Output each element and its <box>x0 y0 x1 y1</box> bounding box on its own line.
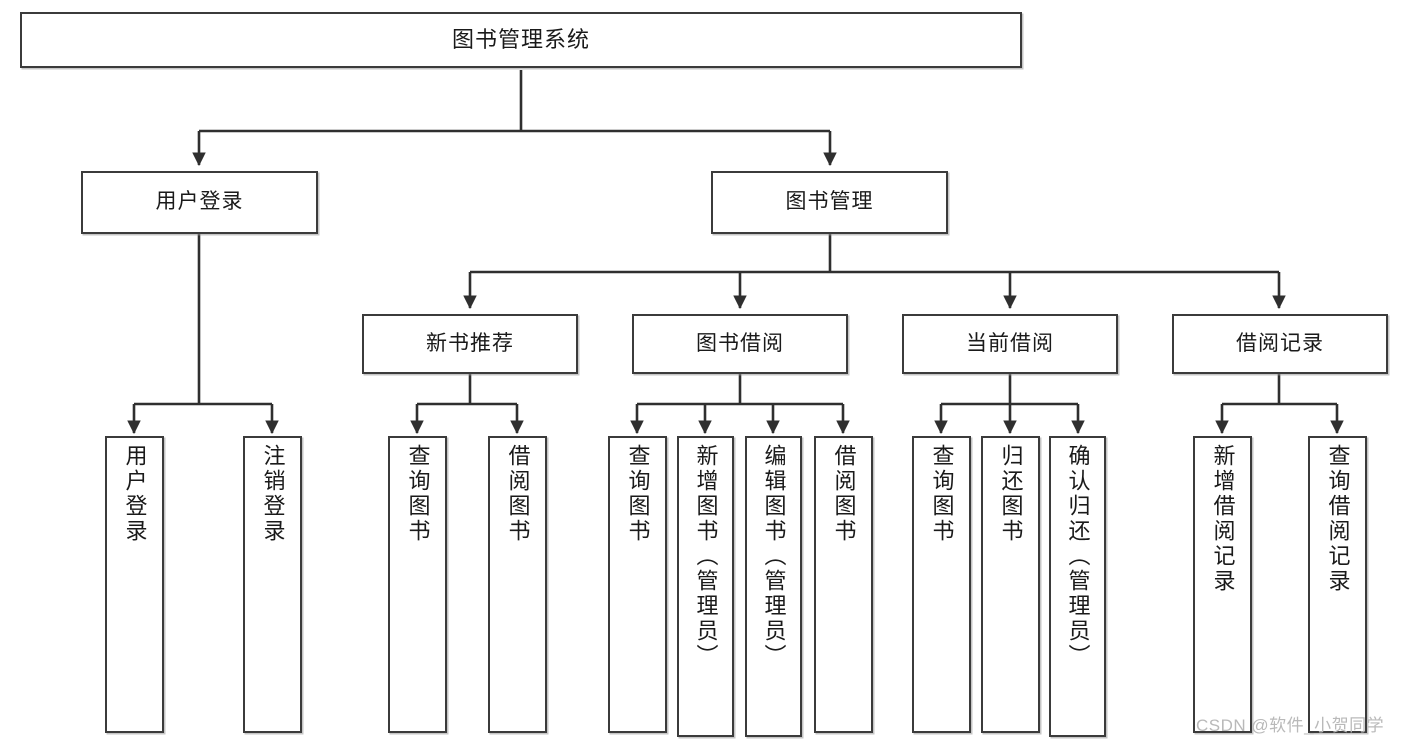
node-new-book-recommend[interactable]: 新书推荐 <box>362 314 578 374</box>
node-label: 借阅图书 <box>831 444 857 544</box>
node-leaf-borrow-book-1[interactable]: 借阅图书 <box>488 436 547 733</box>
node-label: 查询借阅记录 <box>1325 444 1351 594</box>
node-leaf-query-record[interactable]: 查询借阅记录 <box>1308 436 1367 733</box>
node-label: 新书推荐 <box>426 331 514 355</box>
node-leaf-query-book-1[interactable]: 查询图书 <box>388 436 447 733</box>
node-label: 新增借阅记录 <box>1210 444 1236 594</box>
node-leaf-borrow-book-2[interactable]: 借阅图书 <box>814 436 873 733</box>
node-user-login[interactable]: 用户登录 <box>81 171 318 234</box>
node-label: 注销登录 <box>260 444 286 544</box>
node-leaf-add-book[interactable]: 新增图书（管理员） <box>677 436 734 737</box>
node-label: 查询图书 <box>405 444 431 544</box>
node-leaf-confirm-return[interactable]: 确认归还（管理员） <box>1049 436 1106 737</box>
node-label: 查询图书 <box>929 444 955 544</box>
node-label: 图书借阅 <box>696 331 784 355</box>
node-root-system[interactable]: 图书管理系统 <box>20 12 1022 68</box>
node-leaf-add-record[interactable]: 新增借阅记录 <box>1193 436 1252 733</box>
node-current-borrow[interactable]: 当前借阅 <box>902 314 1118 374</box>
node-book-manage[interactable]: 图书管理 <box>711 171 948 234</box>
node-label: 编辑图书（管理员） <box>761 444 787 669</box>
node-label: 归还图书 <box>998 444 1024 544</box>
node-label: 新增图书（管理员） <box>693 444 719 669</box>
node-label: 借阅图书 <box>505 444 531 544</box>
node-label: 图书管理 <box>785 190 874 214</box>
node-leaf-user-login[interactable]: 用户登录 <box>105 436 164 733</box>
node-label: 图书管理系统 <box>451 27 590 53</box>
node-label: 查询图书 <box>625 444 651 544</box>
node-borrow-record[interactable]: 借阅记录 <box>1172 314 1388 374</box>
node-leaf-return-book[interactable]: 归还图书 <box>981 436 1040 733</box>
node-leaf-logout-login[interactable]: 注销登录 <box>243 436 302 733</box>
node-label: 当前借阅 <box>966 331 1054 355</box>
node-label: 借阅记录 <box>1236 331 1324 355</box>
node-label: 用户登录 <box>122 444 148 544</box>
node-book-borrow[interactable]: 图书借阅 <box>632 314 848 374</box>
node-leaf-query-book-3[interactable]: 查询图书 <box>912 436 971 733</box>
node-leaf-query-book-2[interactable]: 查询图书 <box>608 436 667 733</box>
node-label: 用户登录 <box>155 190 244 214</box>
node-label: 确认归还（管理员） <box>1065 444 1091 669</box>
node-leaf-edit-book[interactable]: 编辑图书（管理员） <box>745 436 802 737</box>
